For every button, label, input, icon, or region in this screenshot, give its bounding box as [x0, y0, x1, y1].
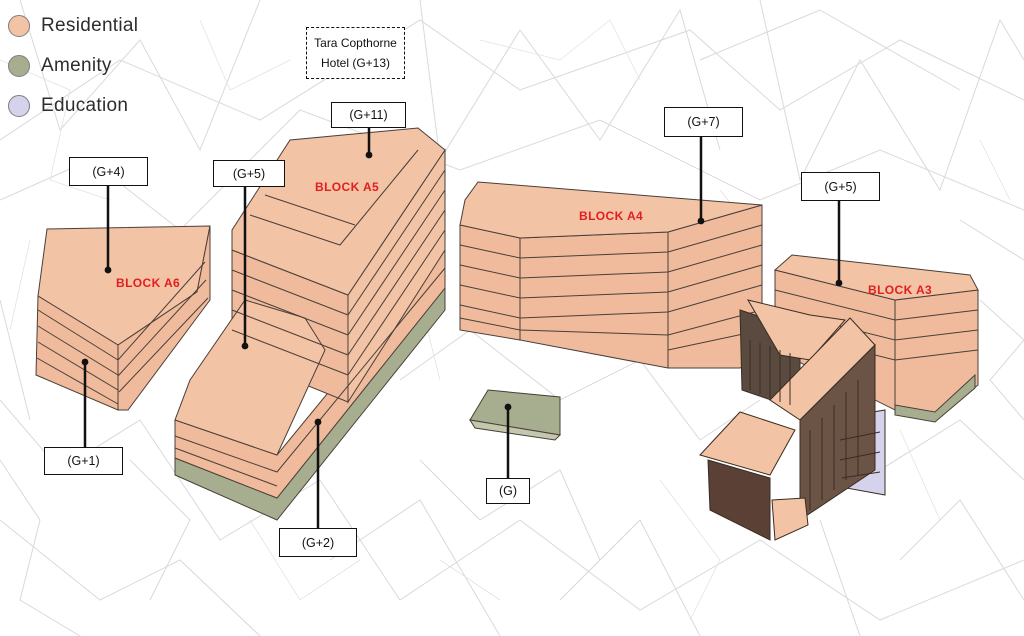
block-a3-roof — [773, 254, 979, 301]
legend: Residential Amenity Education — [8, 6, 138, 126]
legend-label: Education — [41, 95, 129, 116]
legend-item-amenity: Amenity — [8, 46, 138, 86]
residential-swatch — [8, 15, 30, 37]
callout-amenity: (G) — [486, 478, 530, 504]
legend-label: Residential — [41, 15, 139, 36]
block-a3-label: BLOCK A3 — [868, 283, 933, 297]
hotel-note-line1: Tara Copthorne — [314, 36, 397, 50]
block-a4-roof — [459, 181, 763, 239]
block-a5-tower-roof — [231, 127, 446, 296]
callout-a5-top: (G+11) — [331, 102, 406, 128]
block-a4 — [459, 181, 763, 369]
legend-item-residential: Residential — [8, 6, 138, 46]
callout-a5-mid: (G+5) — [213, 160, 285, 187]
callout-a6-low: (G+1) — [44, 447, 123, 475]
block-a6 — [35, 225, 211, 411]
callout-a5-low: (G+2) — [279, 528, 357, 557]
legend-item-education: Education — [8, 86, 138, 126]
block-a3-base — [894, 373, 976, 423]
hotel-note: Tara Copthorne Hotel (G+13) — [306, 27, 405, 79]
block-a5-label: BLOCK A5 — [315, 180, 380, 194]
legend-label: Amenity — [41, 55, 112, 76]
hotel-note-line2: Hotel (G+13) — [320, 56, 391, 70]
leader-lines — [83, 127, 841, 528]
block-a4-label: BLOCK A4 — [579, 209, 644, 223]
block-a6-label: BLOCK A6 — [116, 276, 181, 290]
heritage-building — [699, 299, 886, 541]
callout-a3-top: (G+5) — [801, 172, 880, 201]
amenity-pavilion — [468, 389, 562, 441]
leader-dots — [81, 151, 843, 426]
callout-a6-top: (G+4) — [69, 157, 148, 186]
callout-a4-top: (G+7) — [664, 107, 743, 137]
amenity-swatch — [8, 55, 30, 77]
block-a6-right-face — [117, 225, 211, 411]
block-a5 — [174, 127, 446, 521]
education-swatch — [8, 95, 30, 117]
block-a4-front — [459, 224, 521, 341]
